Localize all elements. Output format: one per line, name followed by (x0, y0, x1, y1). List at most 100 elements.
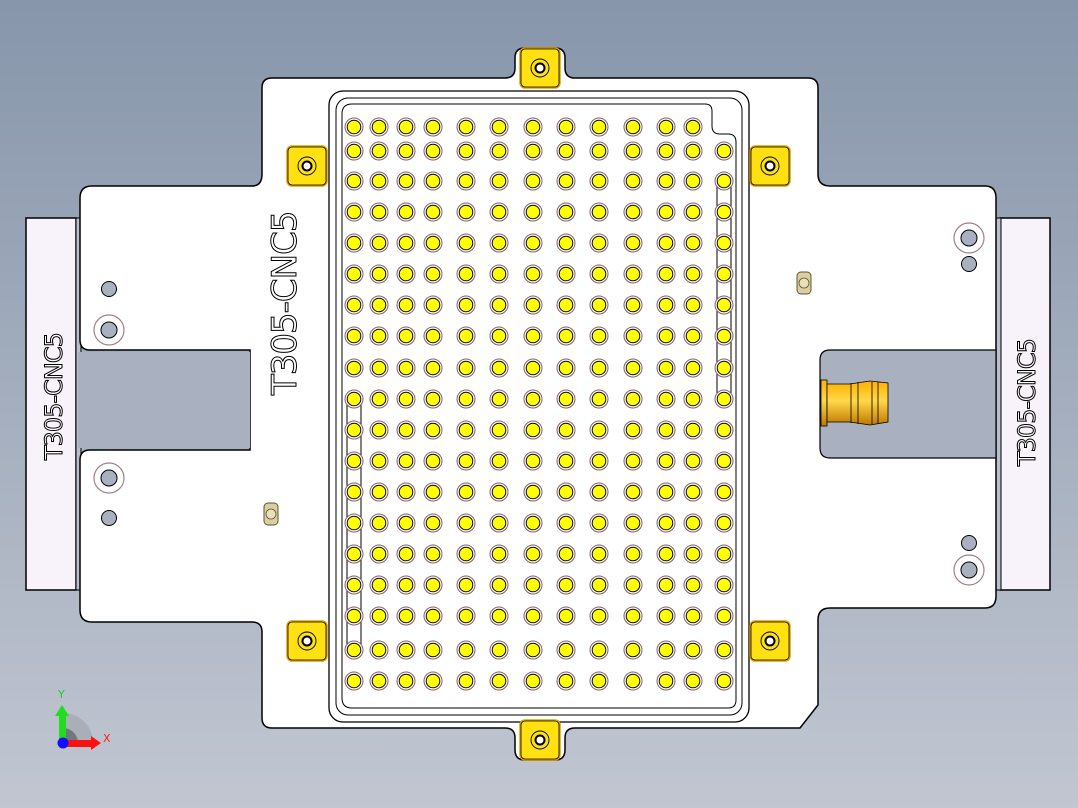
probe-pin (658, 119, 674, 135)
probe-pin (558, 391, 574, 407)
hole (101, 510, 117, 526)
probe-pin (371, 577, 387, 593)
probe-pin (525, 484, 541, 500)
probe-pin (458, 608, 474, 624)
locator-pad[interactable] (519, 719, 561, 761)
probe-pin (658, 515, 674, 531)
probe-pin (558, 119, 574, 135)
probe-pin (425, 453, 441, 469)
hex-nut-icon (796, 271, 812, 295)
probe-pin (558, 422, 574, 438)
probe-pin (458, 297, 474, 313)
probe-pin (685, 391, 701, 407)
probe-pin (458, 453, 474, 469)
probe-pin (425, 673, 441, 689)
triad-x-label: X (103, 732, 111, 745)
axis-triad[interactable] (55, 705, 101, 750)
probe-pin (458, 484, 474, 500)
hole (101, 281, 117, 297)
probe-pin (458, 235, 474, 251)
probe-pin (371, 204, 387, 220)
probe-pin (558, 484, 574, 500)
probe-pin (591, 673, 607, 689)
mounting-holes (93, 222, 985, 586)
probe-pin (591, 391, 607, 407)
probe-pin (491, 143, 507, 159)
probe-pin (625, 391, 641, 407)
probe-pin (591, 297, 607, 313)
probe-pin (716, 266, 732, 282)
probe-pin (425, 360, 441, 376)
probe-pin (525, 453, 541, 469)
probe-pin (425, 119, 441, 135)
probe-pin (491, 577, 507, 593)
probe-pin (346, 391, 362, 407)
probe-pin (625, 546, 641, 562)
probe-pin (658, 235, 674, 251)
probe-pin (425, 608, 441, 624)
probe-pin (685, 577, 701, 593)
probe-pin (346, 204, 362, 220)
probe-pin (591, 642, 607, 658)
probe-pin (458, 422, 474, 438)
probe-pin (525, 143, 541, 159)
probe-pin (625, 642, 641, 658)
probe-pin (625, 297, 641, 313)
probe-pin (491, 173, 507, 189)
probe-pin (425, 266, 441, 282)
locator-pad[interactable] (286, 145, 328, 187)
probe-pin (525, 673, 541, 689)
locator-pad[interactable] (519, 47, 561, 89)
probe-pin (525, 235, 541, 251)
probe-pin (525, 119, 541, 135)
probe-pin (425, 422, 441, 438)
locator-pad[interactable] (749, 145, 791, 187)
probe-pin (525, 204, 541, 220)
probe-pin (491, 642, 507, 658)
probe-pin (371, 143, 387, 159)
probe-pin (658, 577, 674, 593)
probe-pin (658, 608, 674, 624)
probe-pin (716, 546, 732, 562)
probe-pin (425, 642, 441, 658)
probe-pin (685, 173, 701, 189)
probe-pin (625, 119, 641, 135)
probe-pin (371, 297, 387, 313)
probe-pin (491, 266, 507, 282)
probe-pin (658, 328, 674, 344)
probe-pin (685, 515, 701, 531)
probe-pin (491, 453, 507, 469)
locator-pad[interactable] (286, 620, 328, 662)
probe-pin (591, 266, 607, 282)
probe-pin (625, 173, 641, 189)
probe-pin (346, 546, 362, 562)
barb-fitting[interactable] (820, 379, 889, 427)
probe-pin (658, 297, 674, 313)
probe-pin (458, 673, 474, 689)
probe-pin (371, 453, 387, 469)
probe-pin (658, 173, 674, 189)
probe-pin (425, 328, 441, 344)
probe-pin (398, 119, 414, 135)
left-block-label: T305-CNC5 (40, 333, 69, 461)
probe-pin (398, 204, 414, 220)
probe-pin (425, 143, 441, 159)
probe-pin (625, 577, 641, 593)
probe-pin (685, 266, 701, 282)
probe-pin (371, 173, 387, 189)
hex-nut-icon (263, 502, 279, 526)
probe-pin (458, 204, 474, 220)
right-clamp-block[interactable] (995, 217, 1051, 591)
probe-pin (491, 515, 507, 531)
probe-pin (346, 173, 362, 189)
probe-pin (625, 515, 641, 531)
probe-pin (371, 422, 387, 438)
locator-pad[interactable] (749, 620, 791, 662)
probe-pin (458, 515, 474, 531)
probe-pin (685, 204, 701, 220)
probe-pin (685, 484, 701, 500)
probe-pin (398, 515, 414, 531)
probe-pin (685, 360, 701, 376)
probe-pin (491, 204, 507, 220)
